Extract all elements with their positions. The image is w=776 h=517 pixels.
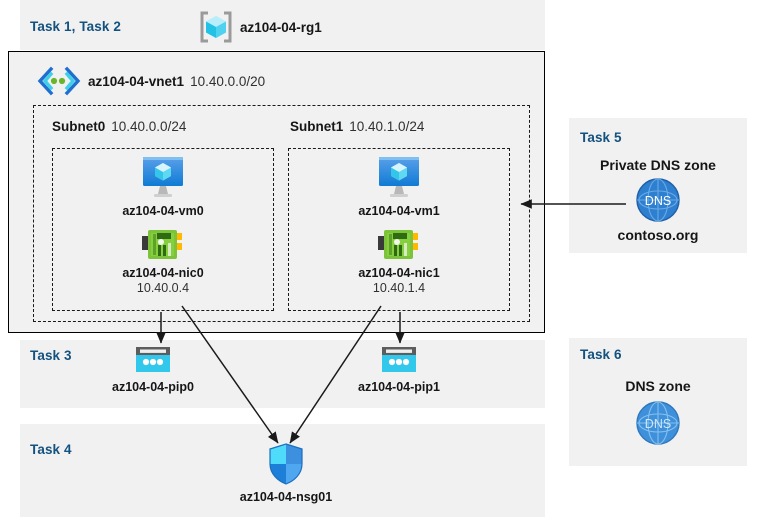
subnet0-box bbox=[52, 148, 274, 311]
subnet1-box bbox=[288, 148, 510, 311]
svg-text:DNS: DNS bbox=[645, 417, 671, 431]
network-security-group-icon bbox=[267, 443, 305, 485]
pip1-name: az104-04-pip1 bbox=[358, 380, 440, 394]
network-interface-icon bbox=[142, 228, 184, 262]
nic1-name: az104-04-nic1 bbox=[358, 266, 440, 280]
task4-label: Task 4 bbox=[30, 442, 72, 457]
nic0-name: az104-04-nic0 bbox=[122, 266, 204, 280]
vm0-name: az104-04-vm0 bbox=[122, 204, 204, 218]
pip0-node: az104-04-pip0 bbox=[101, 345, 205, 394]
public-ip-address-icon bbox=[380, 345, 418, 375]
subnet0-name: Subnet0 bbox=[52, 119, 106, 134]
virtual-machine-icon bbox=[140, 155, 186, 199]
task5-label: Task 5 bbox=[580, 130, 622, 145]
vnet-node: az104-04-vnet1 10.40.0.0/20 bbox=[36, 66, 265, 96]
vnet-name: az104-04-vnet1 bbox=[88, 73, 185, 89]
private-dns-zone-heading: Private DNS zone bbox=[600, 157, 716, 173]
svg-text:DNS: DNS bbox=[645, 194, 671, 208]
dns-zone-heading: DNS zone bbox=[625, 378, 691, 394]
subnets-container bbox=[33, 105, 530, 322]
vm1-name: az104-04-vm1 bbox=[358, 204, 440, 218]
vm1-node: az104-04-vm1 bbox=[349, 155, 449, 218]
private-dns-zone-node: Private DNS zone DNS contoso.org bbox=[574, 157, 742, 243]
subnet0-cidr: 10.40.0.0/24 bbox=[111, 119, 187, 134]
subnet0-header: Subnet0 10.40.0.0/24 bbox=[52, 119, 186, 134]
public-ip-address-icon bbox=[134, 345, 172, 375]
dns-zone-icon: DNS bbox=[635, 400, 681, 446]
virtual-network-icon bbox=[36, 66, 82, 96]
resource-group-node: az104-04-rg1 bbox=[198, 10, 322, 44]
pip1-node: az104-04-pip1 bbox=[347, 345, 451, 394]
nic0-ip: 10.40.0.4 bbox=[136, 281, 190, 295]
task6-label: Task 6 bbox=[580, 347, 622, 362]
nic0-node: az104-04-nic0 10.40.0.4 bbox=[113, 228, 213, 295]
task12-panel bbox=[20, 0, 545, 50]
dns-zone-icon: DNS bbox=[635, 177, 681, 223]
vm0-node: az104-04-vm0 bbox=[113, 155, 213, 218]
pip0-name: az104-04-pip0 bbox=[112, 380, 194, 394]
resource-group-name: az104-04-rg1 bbox=[240, 19, 322, 35]
subnet1-cidr: 10.40.1.0/24 bbox=[349, 119, 425, 134]
nsg-node: az104-04-nsg01 bbox=[233, 443, 339, 504]
nic1-ip: 10.40.1.4 bbox=[372, 281, 426, 295]
nic1-node: az104-04-nic1 10.40.1.4 bbox=[349, 228, 449, 295]
vnet-address-space: 10.40.0.0/20 bbox=[190, 73, 266, 89]
task12-label: Task 1, Task 2 bbox=[30, 19, 121, 34]
subnet1-header: Subnet1 10.40.1.0/24 bbox=[290, 119, 424, 134]
private-dns-zone-name: contoso.org bbox=[617, 227, 699, 243]
nsg-name: az104-04-nsg01 bbox=[239, 490, 333, 504]
task3-panel bbox=[20, 340, 545, 408]
network-interface-icon bbox=[378, 228, 420, 262]
task3-label: Task 3 bbox=[30, 348, 72, 363]
subnet1-name: Subnet1 bbox=[290, 119, 344, 134]
resource-group-icon bbox=[198, 10, 234, 44]
virtual-machine-icon bbox=[376, 155, 422, 199]
dns-zone-node: DNS zone DNS bbox=[574, 378, 742, 446]
